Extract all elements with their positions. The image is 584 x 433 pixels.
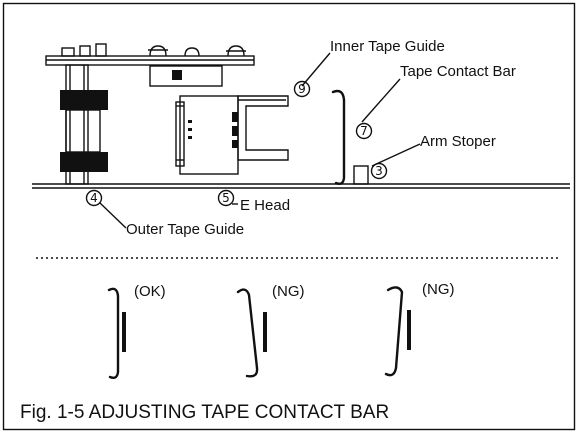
example-ok-status: (OK) [134, 283, 166, 300]
callout-circle [217, 189, 235, 207]
outer-tape-guide-part [60, 64, 108, 185]
example-ng-1: (NG) [236, 283, 305, 378]
outer-tape-guide-callout: 4 [90, 191, 98, 205]
inner-tape-guide-callout: 9 [298, 82, 306, 96]
mounting-plate [45, 43, 255, 66]
example-ok: (OK) [107, 283, 166, 380]
tape-contact-bar-part [331, 89, 346, 186]
example-ng-2: (NG) [384, 281, 455, 377]
outer-tape-guide-leader [99, 202, 127, 229]
tape-path-assembly [32, 43, 570, 189]
figure-border [2, 2, 576, 431]
arm-stoper-callout: 3 [375, 164, 383, 178]
callout-circle [293, 80, 311, 98]
tape-contact-bar-callout: 7 [360, 124, 368, 138]
example-ng-1-status: (NG) [272, 283, 305, 300]
arm-stoper-label: Arm Stoper [420, 133, 496, 150]
e-head-callout: 5 [222, 191, 230, 205]
arm-stoper-part [353, 165, 369, 185]
callout-circle [370, 162, 388, 180]
tape-contact-bar-label: Tape Contact Bar [400, 63, 516, 80]
e-head-part [149, 65, 239, 175]
example-ng-2-status: (NG) [422, 281, 455, 298]
callout-circle [355, 122, 373, 140]
arm-stoper-leader [371, 143, 421, 167]
callout-circle [85, 189, 103, 207]
tape-contact-bar-leader [361, 78, 401, 123]
figure-caption: Fig. 1-5 ADJUSTING TAPE CONTACT BAR [20, 402, 389, 423]
inner-tape-guide-leader [301, 52, 331, 87]
inner-tape-guide-part [237, 95, 289, 161]
inner-tape-guide-label: Inner Tape Guide [330, 38, 445, 55]
outer-tape-guide-label: Outer Tape Guide [126, 221, 244, 238]
e-head-label: E Head [240, 197, 290, 214]
